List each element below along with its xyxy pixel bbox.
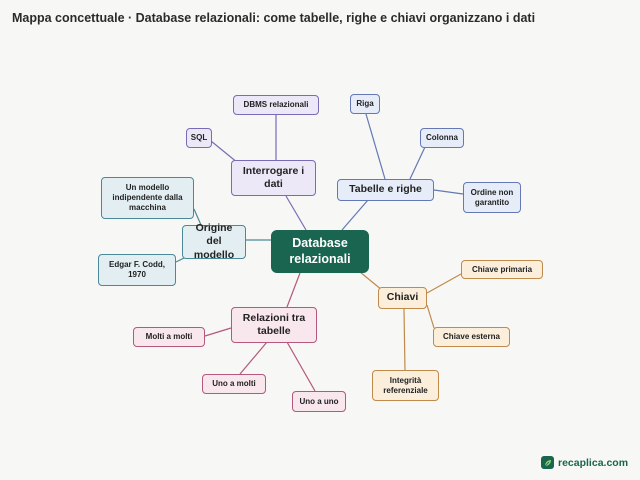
link-center-relazioni — [286, 272, 301, 308]
leaf-sql: SQL — [186, 128, 212, 148]
leaf-riga: Riga — [350, 94, 380, 114]
brand-name: recaplica.com — [558, 456, 629, 469]
leaf-molti-a-molti: Molti a molti — [133, 327, 205, 347]
link-interrogare-sql — [210, 140, 239, 164]
branch-origine: Origine del modello — [182, 222, 246, 261]
link-center-tabelle — [341, 199, 369, 231]
leaf-uno-a-molti: Uno a molti — [202, 374, 266, 394]
leaf-edgar-codd: Edgar F. Codd, 1970 — [98, 254, 176, 286]
leaf-icon — [541, 456, 554, 469]
leaf-modello-indipendente: Un modello indipendente dalla macchina — [101, 177, 194, 219]
link-relazioni-molti — [204, 327, 232, 337]
leaf-ordine-non-garantito: Ordine non garantito — [463, 182, 521, 213]
branch-chiavi: Chiavi — [378, 287, 427, 309]
leaf-colonna: Colonna — [420, 128, 464, 148]
link-origine-modello — [193, 208, 202, 226]
brand-logo[interactable]: recaplica.com — [541, 456, 628, 469]
central-topic: Database relazionali — [271, 230, 369, 273]
leaf-integrita-referenziale: Integrità referenziale — [372, 370, 439, 401]
link-relazioni-unouno — [286, 341, 316, 392]
branch-interrogare: Interrogare i dati — [231, 160, 316, 196]
link-center-chiavi — [359, 271, 383, 291]
branch-tabelle: Tabelle e righe — [337, 179, 434, 201]
link-center-interrogare — [285, 195, 307, 231]
link-tabelle-ordine — [433, 189, 464, 195]
link-chiavi-esterna — [426, 304, 435, 329]
link-tabelle-riga — [365, 113, 386, 180]
branch-relazioni: Relazioni tra tabelle — [231, 307, 317, 343]
link-tabelle-colonna — [409, 146, 426, 180]
link-chiavi-primaria — [426, 273, 462, 294]
page-title: Mappa concettuale · Database relazionali… — [12, 11, 536, 25]
leaf-chiave-primaria: Chiave primaria — [461, 260, 543, 279]
link-relazioni-unomolti — [239, 341, 268, 375]
leaf-dbms-relazionali: DBMS relazionali — [233, 95, 319, 115]
leaf-uno-a-uno: Uno a uno — [292, 391, 346, 412]
link-chiavi-integrita — [403, 308, 406, 372]
link-origine-codd — [175, 257, 185, 263]
leaf-chiave-esterna: Chiave esterna — [433, 327, 510, 347]
